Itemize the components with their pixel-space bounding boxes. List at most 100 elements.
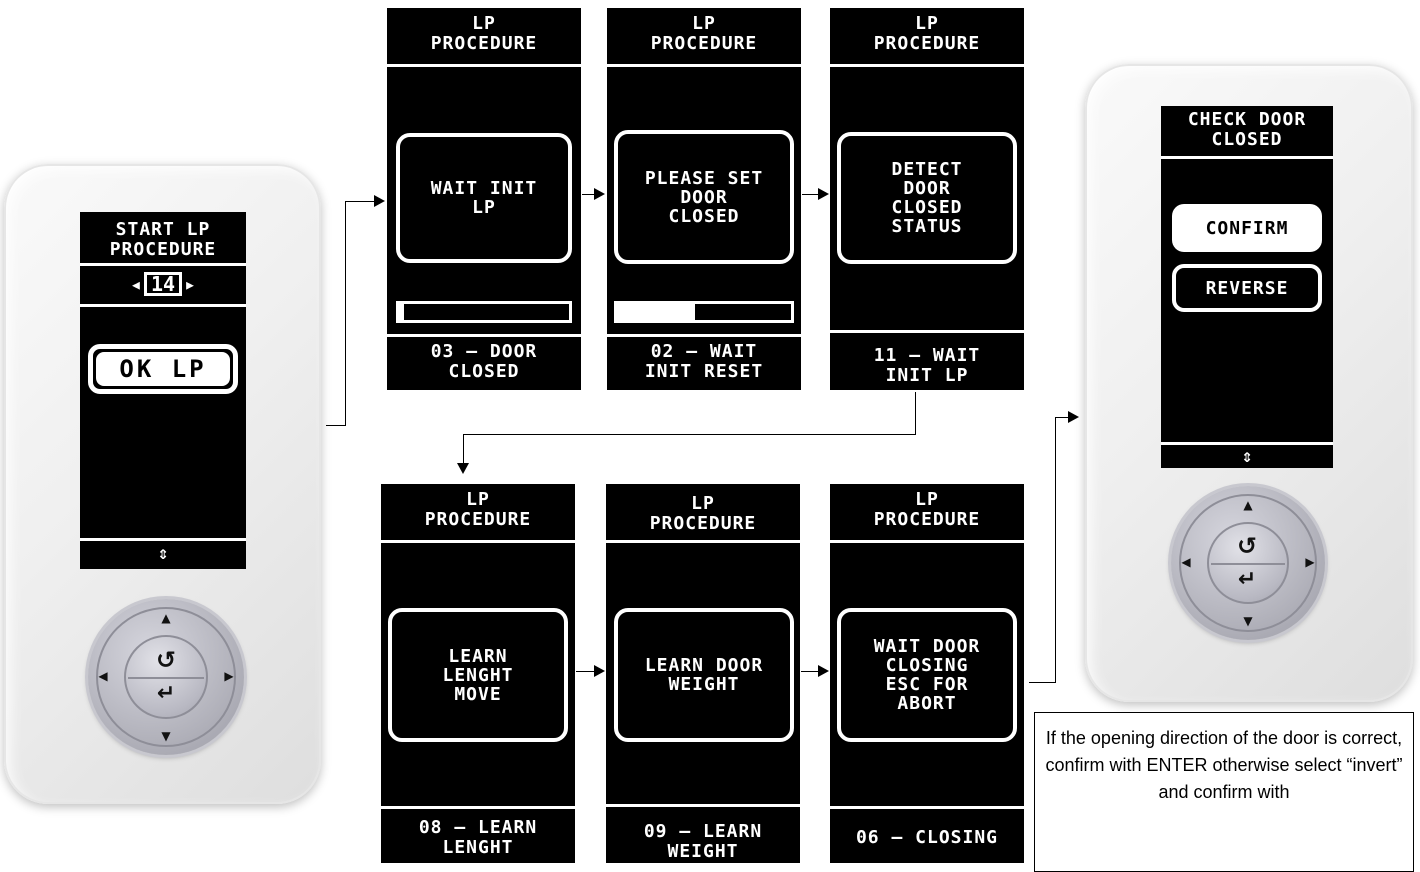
escape-return-icon[interactable]: ↺ — [152, 646, 180, 674]
message-box: DETECT DOOR CLOSED STATUS — [837, 132, 1017, 264]
status-code: 09 — LEARN WEIGHT — [606, 822, 800, 862]
connector — [576, 671, 594, 672]
screen-title: LP PROCEDURE — [606, 494, 800, 534]
scroll-icon: ⇕ — [1161, 446, 1333, 468]
screen-detect-door: LP PROCEDURE DETECT DOOR CLOSED STATUS 1… — [830, 8, 1024, 390]
check-screen: CHECK DOOR CLOSED CONFIRM REVERSE ⇕ — [1161, 106, 1333, 468]
footer-divider — [606, 804, 800, 807]
arrow-head — [818, 188, 829, 200]
title-divider — [387, 64, 581, 67]
left-arrow-icon[interactable]: ◀ — [1179, 555, 1193, 569]
message-box: LEARN LENGHT MOVE — [388, 608, 568, 742]
title-divider — [606, 540, 800, 543]
down-arrow-icon[interactable]: ▼ — [1238, 614, 1258, 628]
status-code: 02 — WAIT INIT RESET — [607, 342, 801, 382]
screen-wait-closing: LP PROCEDURE WAIT DOOR CLOSING ESC FOR A… — [830, 484, 1024, 863]
center-split — [1211, 563, 1285, 565]
ok-lp-label: OK LP — [119, 355, 206, 383]
footer-divider — [607, 334, 801, 337]
status-code: 06 — CLOSING — [830, 828, 1024, 848]
check-screen-title: CHECK DOOR CLOSED — [1161, 110, 1333, 150]
message-box: WAIT INIT LP — [396, 133, 572, 263]
right-arrow-icon[interactable]: ▶ — [1303, 555, 1317, 569]
start-screen-title: START LP PROCEDURE — [80, 220, 246, 260]
start-device: START LP PROCEDURE ◂14▸ OK LP ⇕ ▲ ▼ ◀ ▶ … — [4, 164, 321, 804]
progress-bar — [396, 301, 572, 323]
down-arrow-icon[interactable]: ▼ — [156, 729, 176, 743]
screen-title: LP PROCEDURE — [607, 14, 801, 54]
arrow-head — [818, 665, 829, 677]
enter-icon[interactable]: ↵ — [152, 681, 180, 706]
footer-divider — [80, 538, 246, 541]
message-box: LEARN DOOR WEIGHT — [614, 608, 794, 742]
selector-divider — [80, 304, 246, 307]
footer-divider — [381, 806, 575, 809]
title-divider — [830, 64, 1024, 67]
confirm-option[interactable]: CONFIRM — [1172, 204, 1322, 252]
screen-title: LP PROCEDURE — [830, 14, 1024, 54]
message-box: WAIT DOOR CLOSING ESC FOR ABORT — [837, 608, 1017, 742]
value-selector[interactable]: ◂14▸ — [80, 271, 246, 297]
escape-return-icon[interactable]: ↺ — [1233, 532, 1261, 560]
footer-divider — [830, 330, 1024, 333]
connector — [345, 201, 346, 426]
arrow-head — [594, 188, 605, 200]
screen-set-door-closed: LP PROCEDURE PLEASE SET DOOR CLOSED 02 —… — [607, 8, 801, 390]
connector — [915, 392, 916, 435]
screen-title: LP PROCEDURE — [387, 14, 581, 54]
confirm-label: CONFIRM — [1206, 218, 1289, 239]
screen-title: LP PROCEDURE — [830, 490, 1024, 530]
screen-title: LP PROCEDURE — [381, 490, 575, 530]
arrow-head — [374, 195, 385, 207]
right-arrow-icon[interactable]: ▸ — [184, 272, 196, 296]
status-code: 03 — DOOR CLOSED — [387, 342, 581, 382]
connector — [1029, 682, 1056, 683]
status-code: 08 — LEARN LENGHT — [381, 818, 575, 858]
selector-value: 14 — [144, 272, 182, 296]
title-divider — [1161, 156, 1333, 159]
progress-fill — [399, 304, 404, 320]
title-divider — [80, 263, 246, 266]
screen-learn-weight: LP PROCEDURE LEARN DOOR WEIGHT 09 — LEAR… — [606, 484, 800, 863]
connector — [326, 425, 346, 426]
dpad[interactable]: ▲ ▼ ◀ ▶ ↺ ↵ — [88, 599, 244, 755]
instruction-note: If the opening direction of the door is … — [1034, 712, 1414, 872]
arrow-head — [457, 463, 469, 474]
connector — [1055, 417, 1069, 418]
up-arrow-icon[interactable]: ▲ — [156, 611, 176, 625]
title-divider — [381, 540, 575, 543]
title-divider — [830, 540, 1024, 543]
screen-learn-length: LP PROCEDURE LEARN LENGHT MOVE 08 — LEAR… — [381, 484, 575, 863]
check-device: CHECK DOOR CLOSED CONFIRM REVERSE ⇕ ▲ ▼ … — [1085, 64, 1413, 702]
connector — [801, 671, 818, 672]
connector — [802, 194, 818, 195]
connector — [345, 201, 375, 202]
enter-icon[interactable]: ↵ — [1233, 567, 1261, 592]
screen-wait-init: LP PROCEDURE WAIT INIT LP 03 — DOOR CLOS… — [387, 8, 581, 390]
ok-lp-button[interactable]: OK LP — [88, 344, 238, 394]
connector — [582, 194, 594, 195]
instruction-text: If the opening direction of the door is … — [1045, 728, 1402, 802]
arrow-head — [594, 665, 605, 677]
connector — [1055, 417, 1056, 683]
message-box: PLEASE SET DOOR CLOSED — [614, 130, 794, 264]
dpad[interactable]: ▲ ▼ ◀ ▶ ↺ ↵ — [1171, 486, 1325, 640]
connector — [463, 434, 916, 435]
connector — [463, 434, 464, 464]
footer-divider — [830, 806, 1024, 809]
reverse-option[interactable]: REVERSE — [1172, 264, 1322, 312]
left-arrow-icon[interactable]: ◀ — [96, 669, 110, 683]
start-screen: START LP PROCEDURE ◂14▸ OK LP ⇕ — [80, 212, 246, 569]
right-arrow-icon[interactable]: ▶ — [222, 669, 236, 683]
up-arrow-icon[interactable]: ▲ — [1238, 498, 1258, 512]
footer-divider — [387, 334, 581, 337]
arrow-head — [1068, 411, 1079, 423]
progress-bar — [614, 301, 794, 323]
center-split — [128, 677, 204, 679]
title-divider — [607, 64, 801, 67]
reverse-label: REVERSE — [1206, 278, 1289, 299]
left-arrow-icon[interactable]: ◂ — [130, 272, 142, 296]
status-code: 11 — WAIT INIT LP — [830, 346, 1024, 386]
scroll-icon: ⇕ — [80, 543, 246, 565]
footer-divider — [1161, 442, 1333, 445]
